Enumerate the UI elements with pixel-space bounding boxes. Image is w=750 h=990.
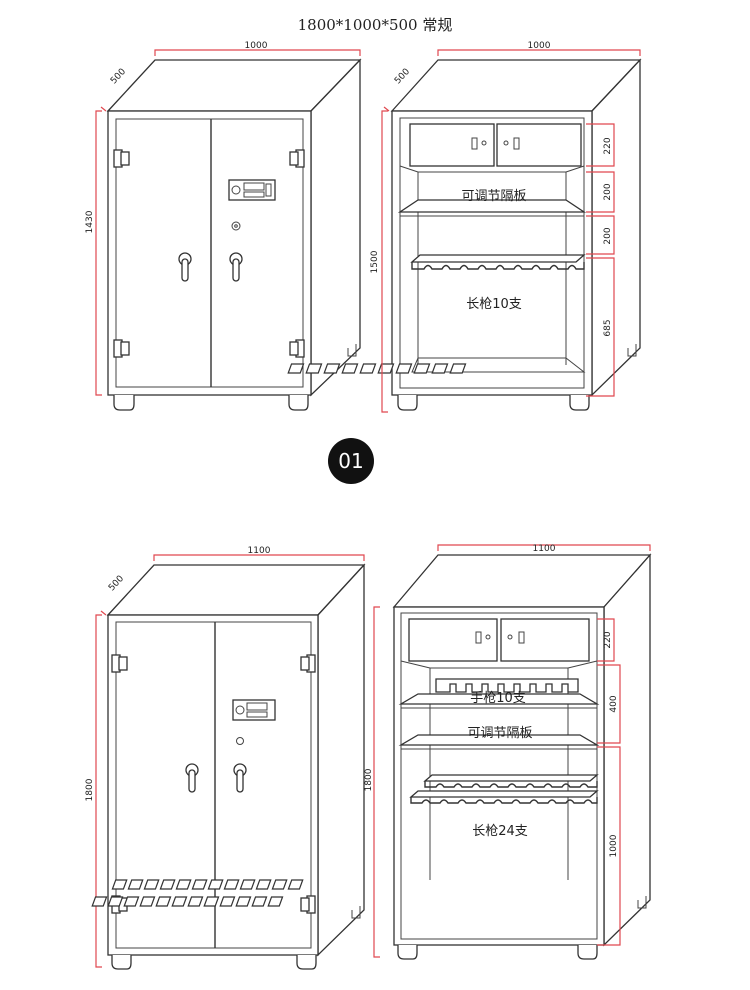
gun-butt-rest bbox=[287, 357, 586, 374]
cabinet-2-width-label: 1000 bbox=[528, 41, 551, 51]
cabinet-2-section-dim-3: 200 bbox=[603, 227, 613, 244]
cabinet-1-width-label: 1000 bbox=[245, 41, 268, 51]
section-number-badge: 01 bbox=[328, 438, 374, 484]
lock-icon bbox=[236, 737, 244, 745]
handle-icon bbox=[185, 763, 247, 793]
cabinet-2-section-dim-4: 685 bbox=[603, 319, 613, 336]
cabinet-4-shelf-label: 可调节隔板 bbox=[467, 726, 532, 741]
cabinet-1-closed bbox=[95, 49, 362, 411]
cabinet-3-width-label: 1100 bbox=[248, 546, 271, 556]
pistol-rack bbox=[435, 678, 579, 693]
cabinet-2-height-label: 1500 bbox=[370, 250, 380, 273]
gun-butt-rest bbox=[91, 879, 304, 907]
long-gun-rack bbox=[409, 774, 599, 804]
lock-icon bbox=[231, 221, 241, 231]
cabinet-3-height-label: 1800 bbox=[85, 778, 95, 801]
keypad-icon bbox=[228, 179, 276, 201]
cabinet-2-long-gun-label: 长枪10支 bbox=[466, 296, 522, 312]
cabinet-2-section-dim-2: 200 bbox=[603, 183, 613, 200]
cabinet-4-section-dim-2: 400 bbox=[609, 695, 619, 712]
keypad-icon bbox=[232, 699, 276, 721]
cabinet-4-height-label: 1800 bbox=[364, 768, 374, 791]
long-gun-rack bbox=[410, 254, 586, 270]
cabinet-4-long-gun-label: 长枪24支 bbox=[472, 823, 528, 839]
page-title: 1800*1000*500 常规 bbox=[297, 16, 453, 34]
cabinet-1-depth-label: 500 bbox=[109, 67, 128, 87]
cabinet-3-depth-label: 500 bbox=[107, 574, 126, 594]
cabinet-1-height-label: 1430 bbox=[85, 210, 95, 233]
cabinet-4-pistol-label: 手枪10支 bbox=[470, 690, 526, 706]
cabinet-4-section-dim-1: 220 bbox=[603, 631, 613, 648]
cabinet-2-open bbox=[287, 49, 642, 413]
cabinet-2-section-dim-1: 220 bbox=[603, 137, 613, 154]
cabinet-4-section-dim-3: 1000 bbox=[609, 834, 619, 857]
cabinet-4-open bbox=[91, 544, 652, 960]
cabinet-2-depth-label: 500 bbox=[393, 67, 412, 87]
handle-icon bbox=[178, 252, 243, 282]
cabinet-2-shelf-label: 可调节隔板 bbox=[461, 189, 526, 204]
cabinet-3-closed bbox=[95, 554, 366, 970]
cabinet-4-width-label: 1100 bbox=[533, 544, 556, 554]
